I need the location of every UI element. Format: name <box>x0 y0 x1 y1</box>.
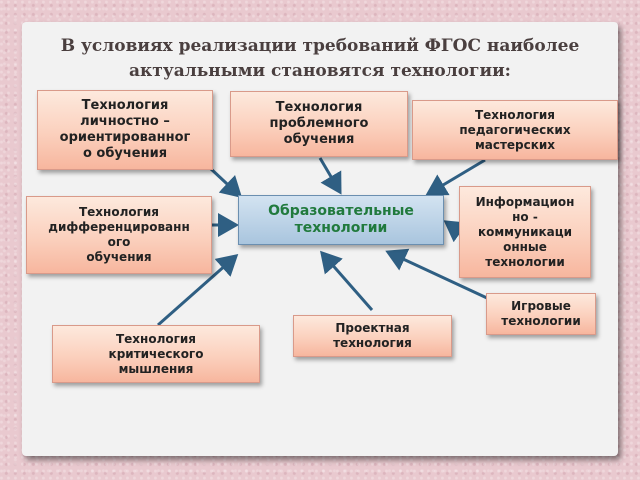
node-pedagogical-workshops: Технология педагогических мастерских <box>412 100 618 160</box>
arrow-from-games <box>385 248 488 300</box>
node-personal-oriented: Технология личностно – ориентированног о… <box>37 90 213 170</box>
arrow-from-workshops <box>425 158 486 196</box>
slide-title: В условиях реализации требований ФГОС на… <box>60 36 580 81</box>
arrow-from-project <box>320 250 374 311</box>
node-critical-thinking: Технология критического мышления <box>52 325 260 383</box>
node-project: Проектная технология <box>293 315 452 357</box>
center-node: Образовательные технологии <box>238 195 444 245</box>
node-ict: Информацион но - коммуникаци онные техно… <box>459 186 591 278</box>
node-games: Игровые технологии <box>486 293 596 335</box>
arrow-from-personal <box>208 166 243 199</box>
arrow-from-ict <box>443 220 468 243</box>
node-differentiated: Технология дифференцированн ого обучения <box>26 196 212 274</box>
arrow-from-problem <box>318 157 342 195</box>
node-problem-learning: Технология проблемного обучения <box>230 91 408 157</box>
arrow-from-critical <box>157 254 239 327</box>
